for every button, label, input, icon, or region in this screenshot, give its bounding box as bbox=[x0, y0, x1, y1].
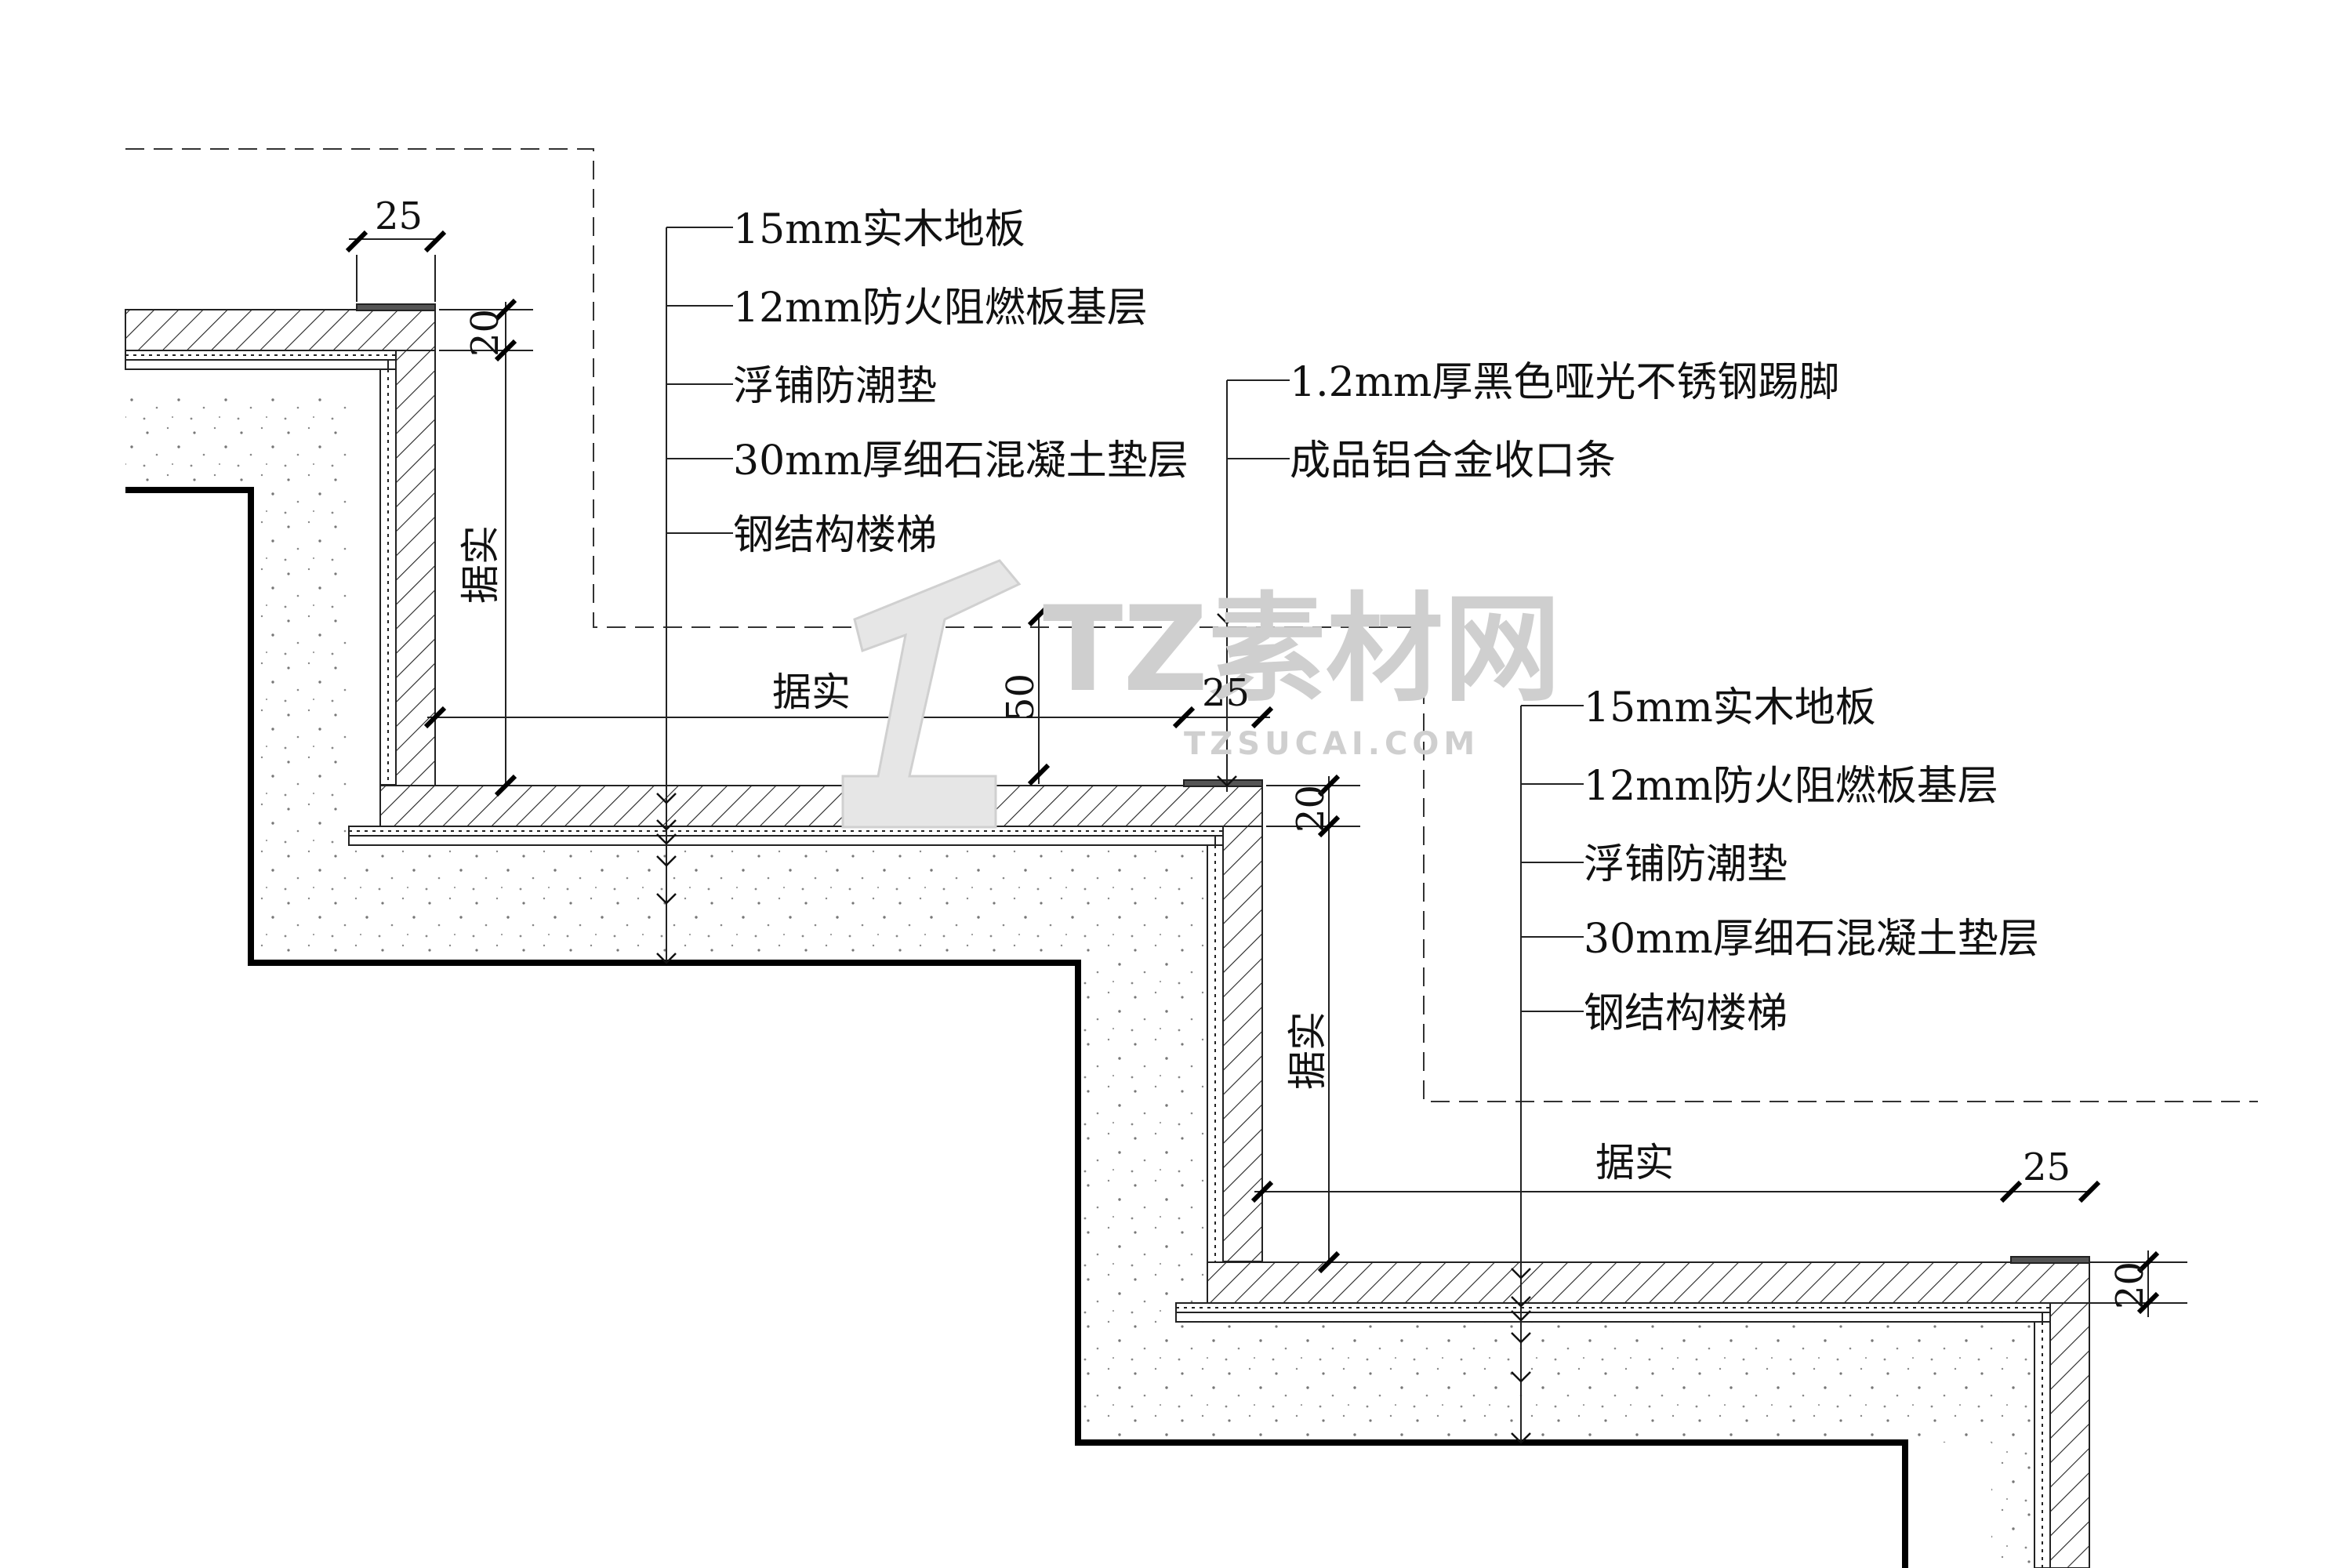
dim-25-top: 25 bbox=[375, 194, 423, 238]
watermark: TZ素材网 TZSUCAI.COM bbox=[841, 559, 1561, 829]
dim-20-bottom: 20 bbox=[2108, 1261, 2152, 1309]
steel-stair-outline bbox=[125, 487, 1908, 1568]
left-callout-item-1: 15mm实木地板 bbox=[733, 206, 1025, 253]
right-callout-item-4: 30mm厚细石混凝土垫层 bbox=[1584, 916, 2039, 963]
right-callout-labels: 15mm实木地板 12mm防火阻燃板基层 浮铺防潮垫 30mm厚细石混凝土垫层 … bbox=[1584, 684, 2039, 1037]
dim-fill-vertical-2: 据实 bbox=[1285, 1011, 1330, 1090]
finish-layers-step-1 bbox=[125, 303, 436, 786]
left-callout-item-5: 钢结构楼梯 bbox=[733, 512, 937, 559]
left-callout-labels: 15mm实木地板 12mm防火阻燃板基层 浮铺防潮垫 30mm厚细石混凝土垫层 … bbox=[733, 206, 1189, 559]
dim-fill-horizontal-1: 据实 bbox=[772, 670, 851, 715]
leader-lines bbox=[666, 227, 1584, 1443]
concrete-infill bbox=[125, 396, 2089, 1568]
dim-fill-horizontal-2: 据实 bbox=[1595, 1140, 1674, 1185]
dimension-lines bbox=[349, 238, 2187, 1317]
right-callout-item-1: 15mm实木地板 bbox=[1584, 684, 1876, 731]
left-callout-item-4: 30mm厚细石混凝土垫层 bbox=[733, 437, 1189, 485]
right-callout-item-2: 12mm防火阻燃板基层 bbox=[1584, 763, 1998, 810]
dim-20-mid: 20 bbox=[1289, 785, 1333, 833]
dashed-reference-top bbox=[125, 148, 2258, 1102]
middle-callout-item-1: 1.2mm厚黑色哑光不锈钢踢脚 bbox=[1290, 359, 1839, 406]
dimension-labels: 25 20 据实 据实 50 25 20 据实 据实 25 20 bbox=[375, 194, 2152, 1309]
watermark-brand: TZ素材网 bbox=[1043, 582, 1561, 718]
middle-callout-item-2: 成品铝合金收口条 bbox=[1290, 437, 1616, 485]
leader-arrow-ticks bbox=[656, 613, 1531, 1444]
dim-25-bottom: 25 bbox=[2023, 1145, 2071, 1189]
watermark-url: TZSUCAI.COM bbox=[1184, 726, 1479, 762]
finish-layers-step-3 bbox=[1175, 1256, 2090, 1568]
right-callout-item-5: 钢结构楼梯 bbox=[1584, 990, 1788, 1037]
middle-callout-labels: 1.2mm厚黑色哑光不锈钢踢脚 成品铝合金收口条 bbox=[1290, 359, 1839, 485]
left-callout-item-3: 浮铺防潮垫 bbox=[733, 363, 937, 410]
dim-fill-vertical-1: 据实 bbox=[458, 525, 503, 604]
dim-25-mid: 25 bbox=[1202, 671, 1250, 715]
dim-50: 50 bbox=[999, 673, 1043, 721]
dimension-ticks bbox=[345, 230, 2160, 1315]
right-callout-item-3: 浮铺防潮垫 bbox=[1584, 841, 1788, 888]
watermark-logo-icon bbox=[841, 559, 1022, 829]
left-callout-item-2: 12mm防火阻燃板基层 bbox=[733, 285, 1148, 332]
dim-20-top: 20 bbox=[463, 309, 507, 357]
finish-layers-step-2 bbox=[348, 779, 1263, 1263]
